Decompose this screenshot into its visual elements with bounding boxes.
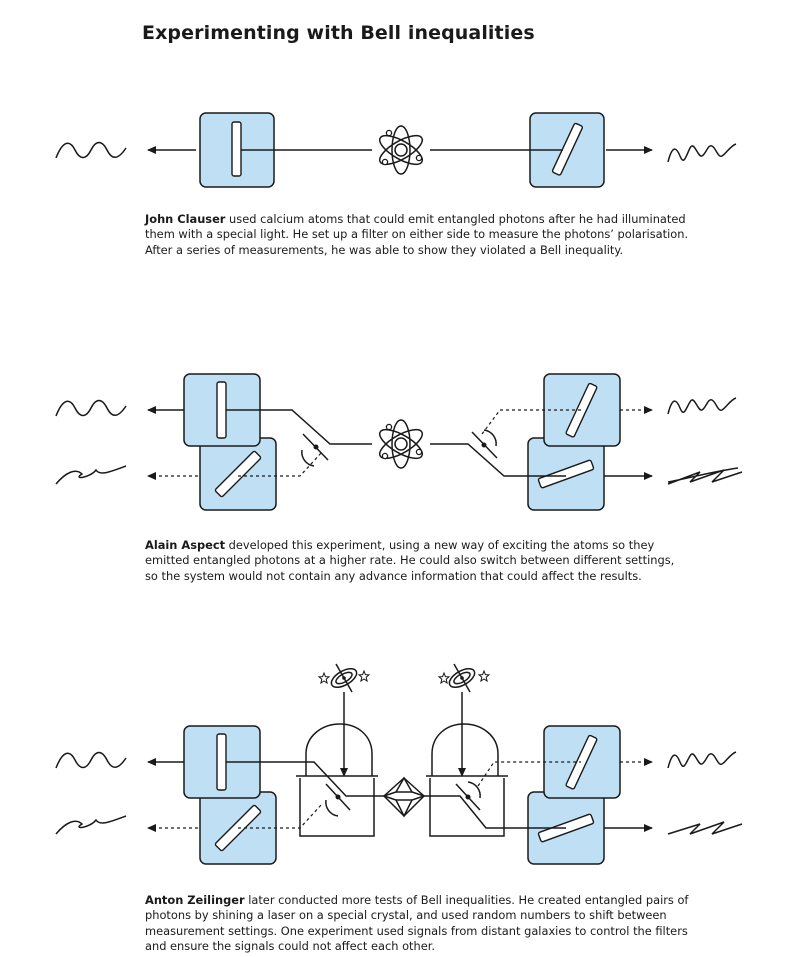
beam [238, 451, 323, 477]
caption-text: developed this experiment, using a new w… [145, 538, 675, 583]
beam [481, 409, 581, 435]
aspect-diagram [55, 373, 743, 511]
caption-name: Alain Aspect [145, 538, 226, 552]
wave-right-bottom [667, 821, 743, 835]
caption-zeilinger: Anton Zeilinger later conducted more tes… [145, 893, 690, 955]
filter-slot [216, 381, 227, 439]
beam [226, 409, 372, 445]
zeilinger-diagram [55, 663, 743, 865]
caption-text: used calcium atoms that could emit entan… [145, 212, 689, 257]
filter-slot-right [551, 122, 583, 176]
rotate-arrow-icon [325, 799, 339, 817]
filter-slot [216, 733, 227, 791]
wave-left-top [55, 399, 127, 417]
beam [430, 443, 566, 477]
beam [477, 761, 581, 787]
caption-name: Anton Zeilinger [145, 893, 245, 907]
wave-right-bottom [667, 467, 743, 485]
star-icon [358, 670, 370, 682]
beam [238, 803, 323, 829]
filter-slot [537, 459, 595, 489]
star-icon [318, 672, 330, 684]
caption-aspect: Alain Aspect developed this experiment, … [145, 538, 690, 584]
wave-right-top [667, 751, 737, 769]
star-icon [438, 672, 450, 684]
filter-slot [214, 450, 262, 498]
detector-housing-right [431, 723, 499, 776]
filter-slot-left [231, 121, 242, 177]
wave-left-bottom [55, 815, 127, 835]
wave-right-top [667, 397, 737, 415]
caption-name: John Clauser [145, 212, 226, 226]
beam [424, 795, 566, 829]
rotate-arrow-icon [483, 429, 497, 447]
wave-left-bottom [55, 465, 127, 485]
clauser-diagram [55, 112, 737, 188]
wave-right [667, 143, 737, 163]
beam [226, 761, 384, 797]
filter-slot [565, 734, 598, 790]
rotate-arrow-icon [467, 781, 481, 799]
filter-slot [565, 382, 598, 438]
atom-icon [374, 125, 428, 175]
rotate-arrow-icon [301, 449, 315, 467]
caption-text: later conducted more tests of Bell inequ… [145, 893, 689, 954]
star-icon [478, 670, 490, 682]
caption-clauser: John Clauser used calcium atoms that cou… [145, 212, 690, 258]
detector-housing-left [305, 723, 373, 776]
atom-icon [374, 419, 428, 469]
page-title: Experimenting with Bell inequalities [142, 22, 535, 44]
wave-left [55, 141, 127, 159]
crystal-icon [382, 776, 427, 818]
wave-left-top [55, 751, 127, 769]
